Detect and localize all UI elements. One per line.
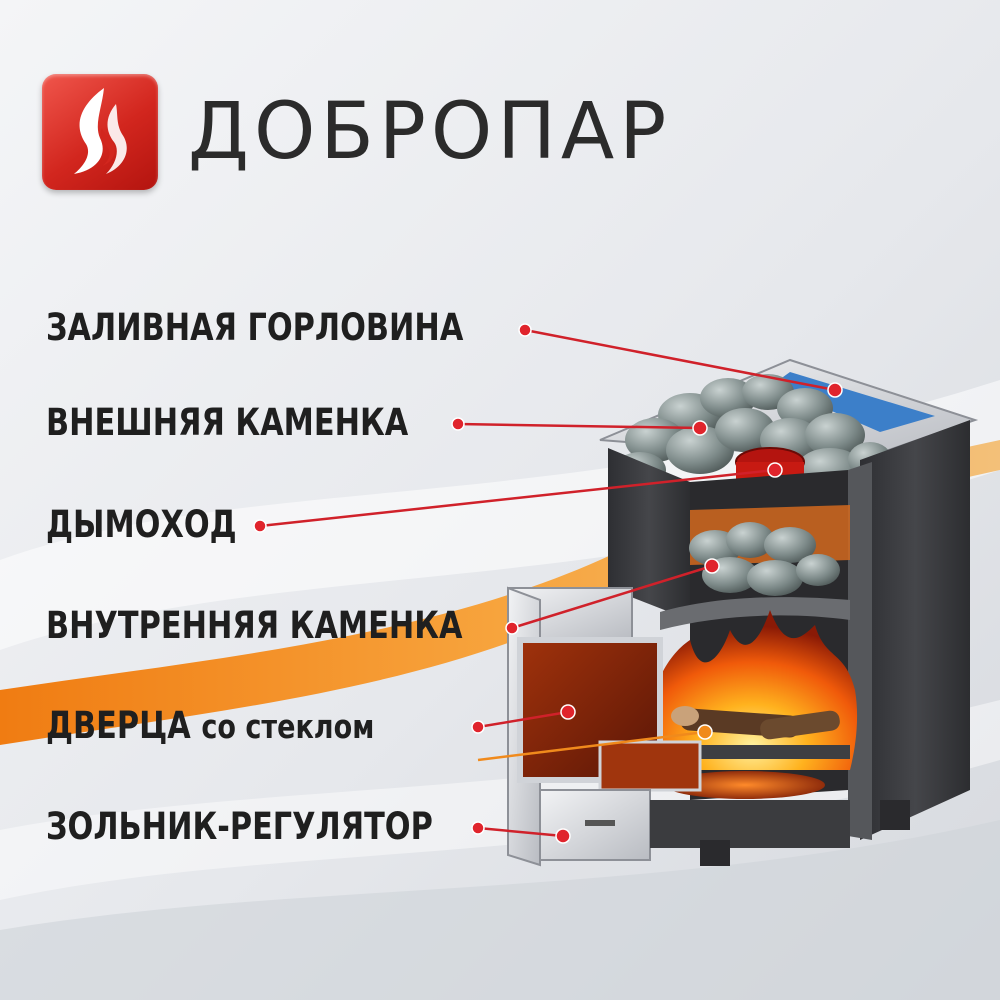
inner-heater-stones	[689, 522, 840, 596]
leader-lines	[259, 328, 836, 838]
brand-name: ДОБРОПАР	[188, 87, 672, 177]
embers	[665, 771, 825, 799]
leader-line-fill-neck	[524, 328, 836, 392]
background-swoosh-bottom	[0, 820, 1000, 1000]
stove-left-wall	[608, 448, 690, 620]
steam-flame-icon	[74, 88, 127, 174]
leader-dot-fill-neck-end	[827, 382, 843, 398]
firebox-arch	[660, 597, 850, 630]
label-glass-door: ДВЕРЦА со стеклом	[46, 707, 374, 744]
leader-line-outer-heater	[457, 422, 701, 430]
leader-dot-inner-heater-end	[704, 558, 720, 574]
leader-dot-glass-door	[471, 720, 485, 734]
ash-pan-body	[650, 800, 850, 848]
leader-dot-fill-neck	[518, 323, 532, 337]
leader-dot-grate-end	[697, 724, 713, 740]
leader-line-glass-door	[477, 710, 569, 729]
leader-dot-chimney-end	[767, 462, 783, 478]
leader-dots	[253, 323, 843, 844]
label-ash-regulator: ЗОЛЬНИК-РЕГУЛЯТОР	[46, 805, 433, 848]
firewood-logs	[671, 706, 840, 740]
leader-dot-outer-heater	[451, 417, 465, 431]
label-chimney: ДЫМОХОД	[46, 503, 237, 546]
label-glass-door-main: ДВЕРЦА	[46, 704, 191, 747]
stove-front-right	[848, 462, 872, 840]
door-handle	[598, 740, 702, 792]
leader-dot-inner-heater	[505, 621, 519, 635]
brand-logo	[42, 74, 158, 190]
leader-dot-ash-regulator	[471, 821, 485, 835]
label-outer-heater: ВНЕШНЯЯ КАМЕНКА	[46, 401, 409, 444]
stove-foot-right	[880, 800, 910, 830]
leader-dot-glass-door-end	[560, 704, 576, 720]
leader-line-inner-heater	[511, 564, 713, 630]
leader-line-ash-regulator	[477, 826, 564, 838]
leader-dot-ash-regulator-end	[555, 828, 571, 844]
leader-dot-outer-heater-end	[692, 420, 708, 436]
brand: ДОБРОПАР	[42, 72, 671, 192]
stove-right-wall	[860, 420, 970, 840]
water-tank-top	[772, 372, 935, 432]
label-glass-door-suffix: со стеклом	[201, 707, 375, 746]
leader-line-chimney	[259, 468, 776, 528]
label-inner-heater: ВНУТРЕННЯЯ КАМЕНКА	[46, 604, 463, 647]
ash-pan-handle	[585, 820, 615, 826]
leader-dot-chimney	[253, 519, 267, 533]
leader-line-grate	[477, 730, 706, 762]
stove-feet	[700, 840, 730, 866]
leader-line-orange	[477, 730, 706, 762]
label-fill-neck: ЗАЛИВНАЯ ГОРЛОВИНА	[46, 306, 464, 349]
